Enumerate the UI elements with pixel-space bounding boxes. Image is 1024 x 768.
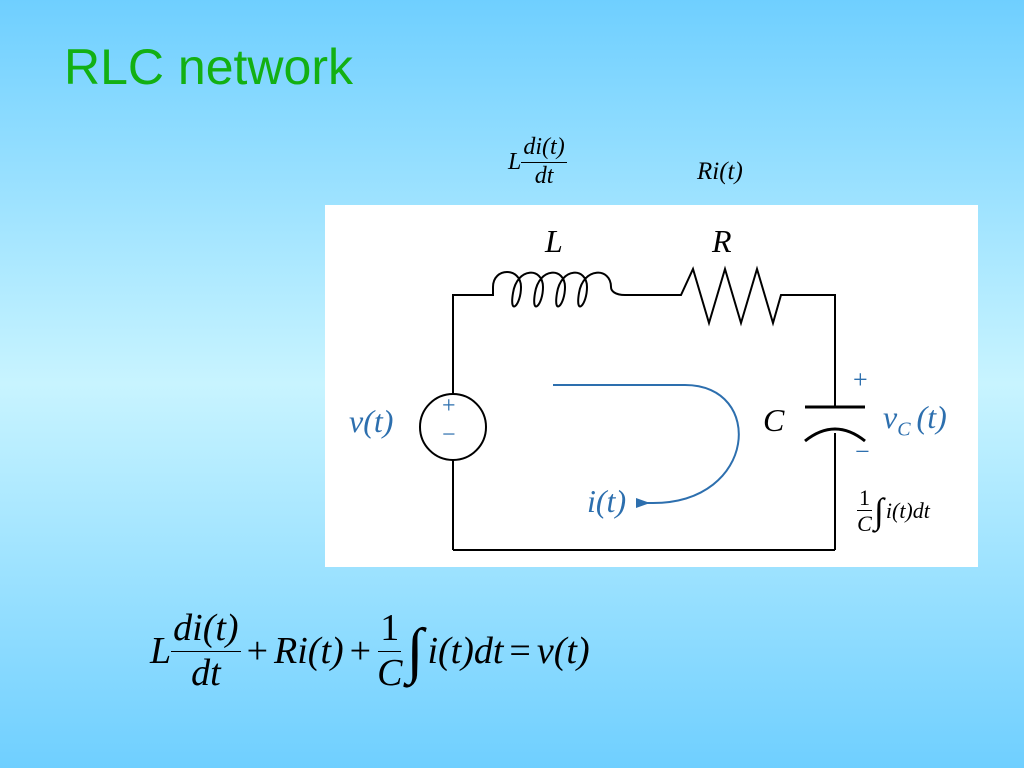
capacitor-voltage-argument: (t) — [916, 399, 947, 435]
capacitor-fraction-denominator: C — [857, 511, 872, 537]
equation-term3-fraction: 1 C — [377, 607, 402, 695]
current-loop-arrow — [553, 384, 740, 508]
equation-term2: Ri(t) — [274, 630, 344, 673]
inductor-voltage-denominator: dt — [534, 162, 554, 189]
kvl-equation: L di(t) dt + Ri(t) + 1 C ∫ i(t)dt = v(t) — [150, 607, 590, 695]
capacitor-label: C — [763, 402, 785, 438]
capacitor-symbol — [804, 405, 866, 443]
equation-plus-1: + — [246, 630, 269, 673]
capacitor-voltage-symbol: v — [883, 399, 898, 435]
capacitor-integrand: i(t)dt — [885, 497, 930, 523]
circuit-schematic — [419, 265, 866, 551]
equation-plus-2: + — [349, 630, 372, 673]
wire-top-right — [791, 294, 836, 407]
inductor-voltage-numerator: di(t) — [521, 134, 567, 163]
equation-rhs: v(t) — [536, 630, 590, 673]
capacitor-voltage-label: vC(t) — [883, 399, 947, 441]
capacitor-voltage-subscript: C — [897, 418, 911, 441]
equation-term1-fraction: di(t) dt — [171, 607, 241, 695]
resistor-label: R — [712, 223, 732, 259]
equation-term3-denominator: C — [377, 651, 403, 694]
capacitor-integral-sign: ∫ — [874, 490, 884, 531]
inductor-voltage-fraction: di(t) dt — [521, 134, 567, 190]
capacitor-fraction: 1 C — [857, 485, 872, 537]
equation-integral-sign: ∫ — [406, 616, 424, 685]
inductor-symbol — [492, 271, 645, 308]
capacitor-voltage-annotation: 1 C ∫ i(t)dt — [857, 485, 930, 537]
capacitor-plus-sign: + — [853, 365, 868, 394]
slide-title: RLC network — [64, 39, 353, 95]
capacitor-fraction-numerator: 1 — [857, 485, 872, 512]
source-plus-sign: + — [442, 393, 456, 419]
equation-term1-denominator: dt — [191, 651, 221, 694]
resistor-voltage-annotation: Ri(t) — [697, 158, 743, 185]
equation-term1-prefix: L — [150, 630, 172, 673]
inductor-label: L — [545, 223, 563, 259]
equation-term1-numerator: di(t) — [171, 607, 241, 652]
resistor-symbol — [645, 265, 791, 327]
source-minus-sign: − — [442, 422, 456, 448]
equation-equals: = — [509, 630, 531, 673]
circuit-wires — [452, 287, 836, 551]
wire-top-left — [452, 287, 494, 395]
inductor-voltage-annotation: L di(t) dt — [508, 134, 567, 190]
equation-term3-integrand: i(t)dt — [427, 630, 504, 673]
circuit-diagram: v(t) + − i(t) + − vC(t) L R C 1 C ∫ i(t)… — [325, 205, 978, 567]
capacitor-minus-sign: − — [855, 437, 870, 466]
equation-term3-numerator: 1 — [378, 607, 402, 652]
voltage-source-symbol — [419, 393, 487, 461]
source-voltage-label: v(t) — [349, 403, 394, 439]
current-label: i(t) — [587, 483, 627, 519]
inductor-voltage-prefix: L — [508, 148, 522, 175]
